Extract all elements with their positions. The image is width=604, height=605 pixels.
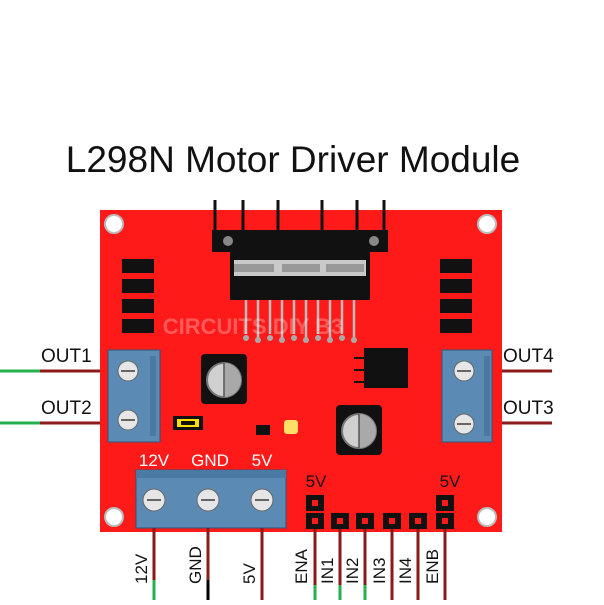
smd-resistor <box>256 425 270 435</box>
diode <box>122 299 154 313</box>
capacitor-right <box>336 405 382 455</box>
heatsink-tab <box>212 230 388 252</box>
bottom-wires <box>152 528 447 600</box>
label-header-5v-left: 5V <box>306 472 327 491</box>
diagram-title: L298N Motor Driver Module <box>66 139 520 180</box>
mount-hole-bottom-left <box>104 507 124 527</box>
terminal-block-left <box>107 349 161 443</box>
label-out1: OUT1 <box>41 346 92 367</box>
power-led <box>284 420 298 434</box>
mount-hole-bottom-right <box>477 507 497 527</box>
label-out2: OUT2 <box>41 398 92 419</box>
diodes-right <box>440 259 472 333</box>
heatsink-screw-left <box>223 236 233 246</box>
label-terminal-5v: 5V <box>252 451 273 470</box>
diodes-left <box>122 259 154 333</box>
label-out4: OUT4 <box>503 346 554 367</box>
terminal-block-right <box>441 349 493 443</box>
header-pins <box>306 495 454 529</box>
voltage-regulator <box>354 348 408 388</box>
label-pin-in4: IN4 <box>396 558 415 584</box>
terminal-block-power <box>135 469 287 529</box>
bottom-pin-labels: 12V GND 5V ENA IN1 IN2 IN3 IN4 ENB <box>132 546 442 584</box>
label-pin-in1: IN1 <box>318 558 337 584</box>
regulator-body <box>364 348 408 388</box>
label-terminal-12v: 12V <box>139 451 170 470</box>
watermark-text: CIRCUITS DIY B3 <box>163 314 344 339</box>
mount-hole-top-right <box>477 214 497 234</box>
diode <box>122 279 154 293</box>
diode <box>122 259 154 273</box>
label-pin-12v: 12V <box>132 553 151 584</box>
diode <box>440 319 472 333</box>
label-header-5v-right: 5V <box>440 472 461 491</box>
label-pin-enb: ENB <box>423 549 442 584</box>
heatsink-screw-right <box>369 236 379 246</box>
jumper-5v-enable <box>173 416 203 430</box>
diode <box>122 319 154 333</box>
diode <box>440 259 472 273</box>
chip-legs <box>244 300 356 338</box>
label-pin-in3: IN3 <box>370 558 389 584</box>
mount-hole-top-left <box>104 214 124 234</box>
l298n-chip <box>212 200 388 343</box>
label-pin-ena: ENA <box>292 548 311 584</box>
label-pin-gnd: GND <box>186 546 205 584</box>
label-out3: OUT3 <box>503 398 554 419</box>
label-pin-5v: 5V <box>240 563 259 584</box>
mounting-holes <box>104 214 497 527</box>
capacitor-left <box>201 354 247 404</box>
diode <box>440 279 472 293</box>
label-terminal-gnd: GND <box>191 451 229 470</box>
diode <box>440 299 472 313</box>
label-pin-in2: IN2 <box>343 558 362 584</box>
